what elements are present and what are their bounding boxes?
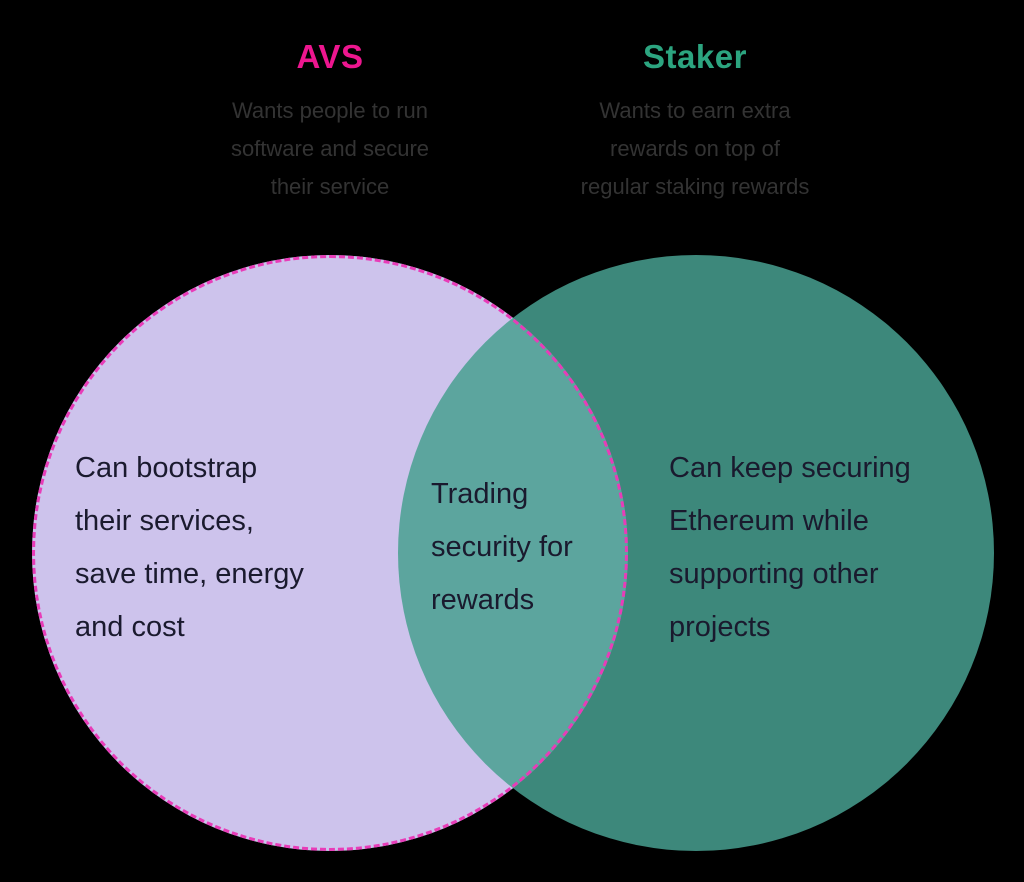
staker-body-text: Can keep securing Ethereum while support…: [669, 442, 911, 654]
avs-body-line: save time, energy: [75, 558, 304, 590]
avs-subtitle-line: software and secure: [230, 136, 430, 161]
staker-subtitle-line: rewards on top of: [610, 136, 780, 161]
staker-subtitle-line: regular staking rewards: [580, 174, 810, 199]
avs-circle-dashed-border: [32, 255, 628, 851]
staker-body-line: supporting other: [669, 558, 879, 590]
avs-title: AVS: [296, 38, 364, 75]
staker-subtitle: Wants to earn extra rewards on top of re…: [515, 92, 875, 206]
avs-body-line: and cost: [75, 611, 185, 643]
avs-body-text: Can bootstrap their services, save time,…: [75, 442, 304, 654]
staker-body-line: Can keep securing: [669, 452, 911, 484]
overlap-body-line: security for: [431, 531, 573, 563]
avs-header: AVS Wants people to run software and sec…: [150, 38, 510, 206]
avs-subtitle-line: their service: [270, 174, 390, 199]
staker-subtitle-line: Wants to earn extra: [599, 98, 791, 123]
staker-body-line: Ethereum while: [669, 505, 869, 537]
staker-body-line: projects: [669, 611, 771, 643]
overlap-body-text: Trading security for rewards: [431, 468, 573, 627]
avs-body-line: their services,: [75, 505, 254, 537]
staker-header: Staker Wants to earn extra rewards on to…: [515, 38, 875, 206]
avs-subtitle-line: Wants people to run: [231, 98, 429, 123]
staker-title: Staker: [643, 38, 747, 75]
avs-subtitle: Wants people to run software and secure …: [150, 92, 510, 206]
overlap-body-line: rewards: [431, 584, 535, 616]
avs-body-line: Can bootstrap: [75, 452, 258, 484]
overlap-body-line: Trading: [431, 478, 529, 510]
